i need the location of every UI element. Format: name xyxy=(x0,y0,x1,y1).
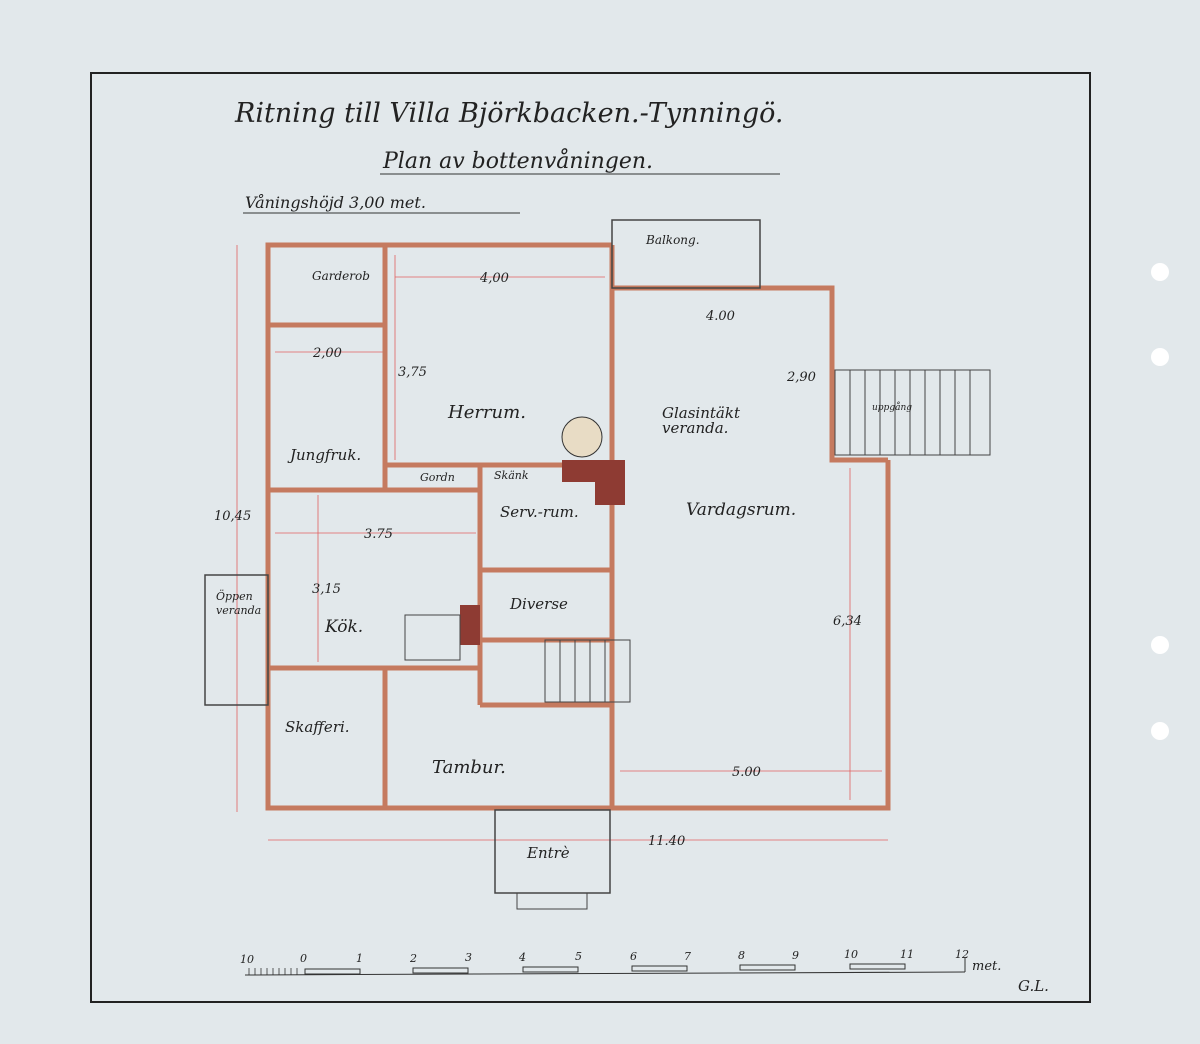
room-tambur: Tambur. xyxy=(432,757,506,778)
open-veranda-outline xyxy=(204,574,269,706)
scale-label: 4 xyxy=(518,951,526,964)
room-servrum: Serv.-rum. xyxy=(500,503,579,521)
drawing-border xyxy=(90,72,1091,1003)
stair-uppgang: uppgång xyxy=(872,401,912,413)
dim-total-width: 11.40 xyxy=(648,834,685,849)
room-herrum: Herrum. xyxy=(447,402,526,423)
dim-herrum-w: 4,00 xyxy=(479,271,509,286)
room-diverse: Diverse xyxy=(509,595,568,613)
scale-label: 5 xyxy=(575,950,582,963)
scale-label: 8 xyxy=(738,949,745,962)
scale-unit: met. xyxy=(972,959,1001,974)
balcony-outline xyxy=(611,219,761,289)
dim-kok-h: 3,15 xyxy=(312,582,341,597)
dim-jungfruk-w: 2,00 xyxy=(312,346,342,361)
walls xyxy=(265,240,892,811)
room-jungfruk: Jungfruk. xyxy=(287,446,361,464)
room-oppen-1: Öppen xyxy=(216,589,253,603)
room-balkong: Balkong. xyxy=(645,233,700,247)
scale-label: 7 xyxy=(684,950,691,963)
dim-veranda-h: 2,90 xyxy=(786,370,816,385)
stairs xyxy=(404,369,991,703)
room-kok: Kök. xyxy=(324,617,363,637)
dim-herrum-h: 3,75 xyxy=(398,365,427,380)
room-gordn: Gordn xyxy=(420,471,455,484)
room-vardagsrum: Vardagsrum. xyxy=(686,500,796,520)
room-skank: Skänk xyxy=(494,469,529,482)
room-glasintakt-1: Glasintäkt xyxy=(662,404,741,422)
scale-bar xyxy=(244,958,966,976)
stove xyxy=(561,416,603,458)
scale-label: 12 xyxy=(955,948,969,961)
scale-label: 6 xyxy=(630,950,637,963)
room-glasintakt-2: veranda. xyxy=(662,419,728,437)
scale-label: 11 xyxy=(900,948,914,961)
scale-label: 9 xyxy=(792,949,799,962)
scale-label: 3 xyxy=(465,951,472,964)
floor-height-note: Våningshöjd 3,00 met. xyxy=(245,193,426,212)
room-skafferi: Skafferi. xyxy=(285,718,350,736)
scale-label: 10 xyxy=(844,948,858,961)
scale-label: 0 xyxy=(300,952,307,965)
scale-label: 2 xyxy=(409,952,417,965)
dim-vardagsrum-h: 6,34 xyxy=(833,614,862,629)
signature: G.L. xyxy=(1018,977,1049,995)
room-entre: Entrè xyxy=(526,844,570,862)
drawing-subtitle: Plan av bottenvåningen. xyxy=(382,147,653,174)
room-oppen-2: veranda xyxy=(216,604,261,617)
dimension-lines xyxy=(236,245,888,841)
scale-label: 1 xyxy=(356,952,363,965)
room-garderob: Garderob xyxy=(312,269,370,283)
dim-veranda-w: 4.00 xyxy=(705,309,735,324)
scale-label: 10 xyxy=(240,953,254,966)
dim-total-height: 10,45 xyxy=(214,509,251,524)
dim-vardagsrum-w: 5.00 xyxy=(732,765,761,780)
dim-kok-w: 3.75 xyxy=(364,527,393,542)
drawing-title: Ritning till Villa Björkbacken.-Tynningö… xyxy=(234,98,783,129)
chimney xyxy=(460,460,625,645)
binder-holes xyxy=(1151,263,1169,740)
